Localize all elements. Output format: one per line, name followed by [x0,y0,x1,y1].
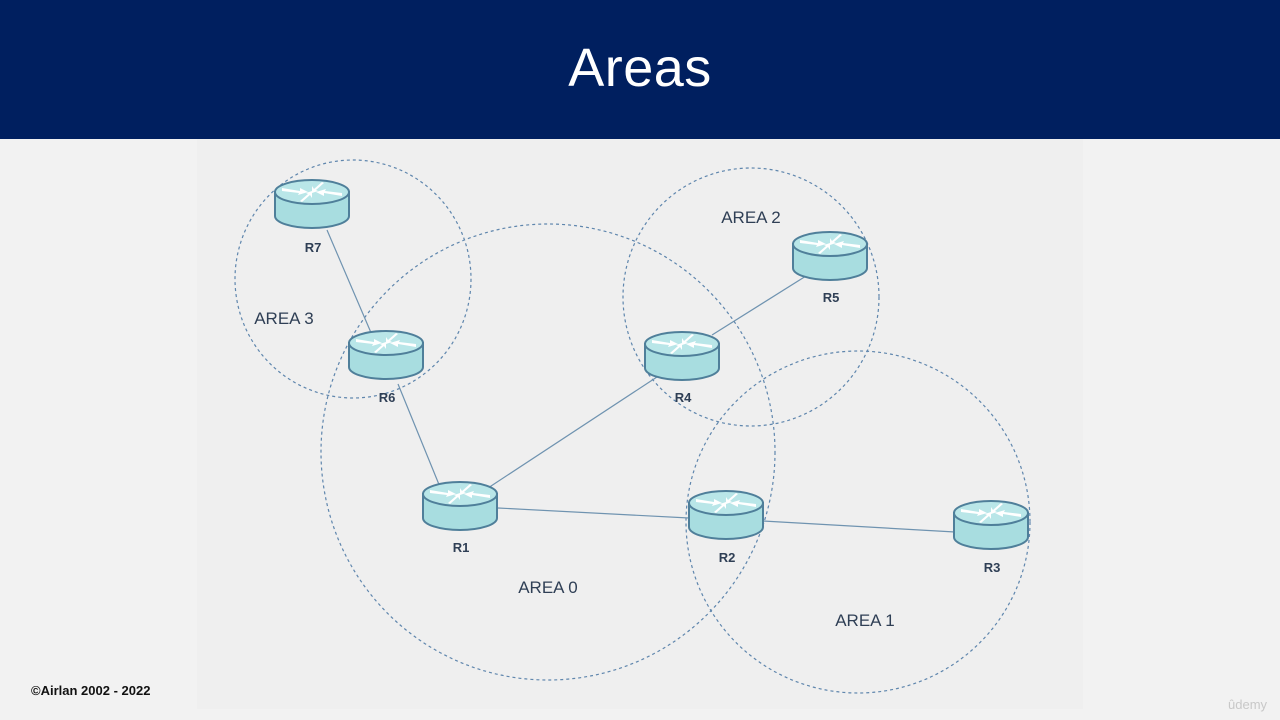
routers [274,179,1029,550]
links [326,229,956,533]
router-r3-icon [953,500,1029,550]
router-r6-icon [348,330,424,380]
area-label: AREA 0 [518,578,578,597]
router-labels: R7 R6 R4 R5 R1 R2 R3 [305,240,1001,575]
router-label: R7 [305,240,322,255]
diagram-panel [197,139,1083,709]
router-label: R2 [719,550,736,565]
router-r4-icon [644,331,720,381]
router-r7-icon [274,179,350,229]
link-r1-r2 [497,507,690,519]
router-r1-icon [422,481,498,531]
router-label: R1 [453,540,470,555]
link-r4-r5 [711,275,807,336]
area1-circle [685,350,1031,694]
udemy-watermark: ûdemy [1228,697,1268,712]
router-r2-icon [688,490,764,540]
link-r7-r6 [326,229,373,336]
router-label: R4 [675,390,692,405]
router-label: R3 [984,560,1001,575]
router-r5-icon [792,231,868,281]
slide-header: Areas [0,0,1280,139]
slide-title: Areas [568,37,712,98]
area-labels: AREA 0 AREA 1 AREA 2 AREA 3 [254,208,895,630]
area3-circle [234,159,472,399]
copyright-text: ©Airlan 2002 - 2022 [31,683,151,698]
area0-circle [320,223,776,681]
area-label: AREA 3 [254,309,314,328]
link-r2-r3 [762,520,956,533]
area-circles [234,159,1031,694]
area-label: AREA 1 [835,611,895,630]
link-r1-r4 [487,374,661,489]
area-label: AREA 2 [721,208,781,227]
link-r6-r1 [397,383,441,488]
router-label: R5 [823,290,840,305]
router-label: R6 [379,390,396,405]
area2-circle [622,167,880,427]
